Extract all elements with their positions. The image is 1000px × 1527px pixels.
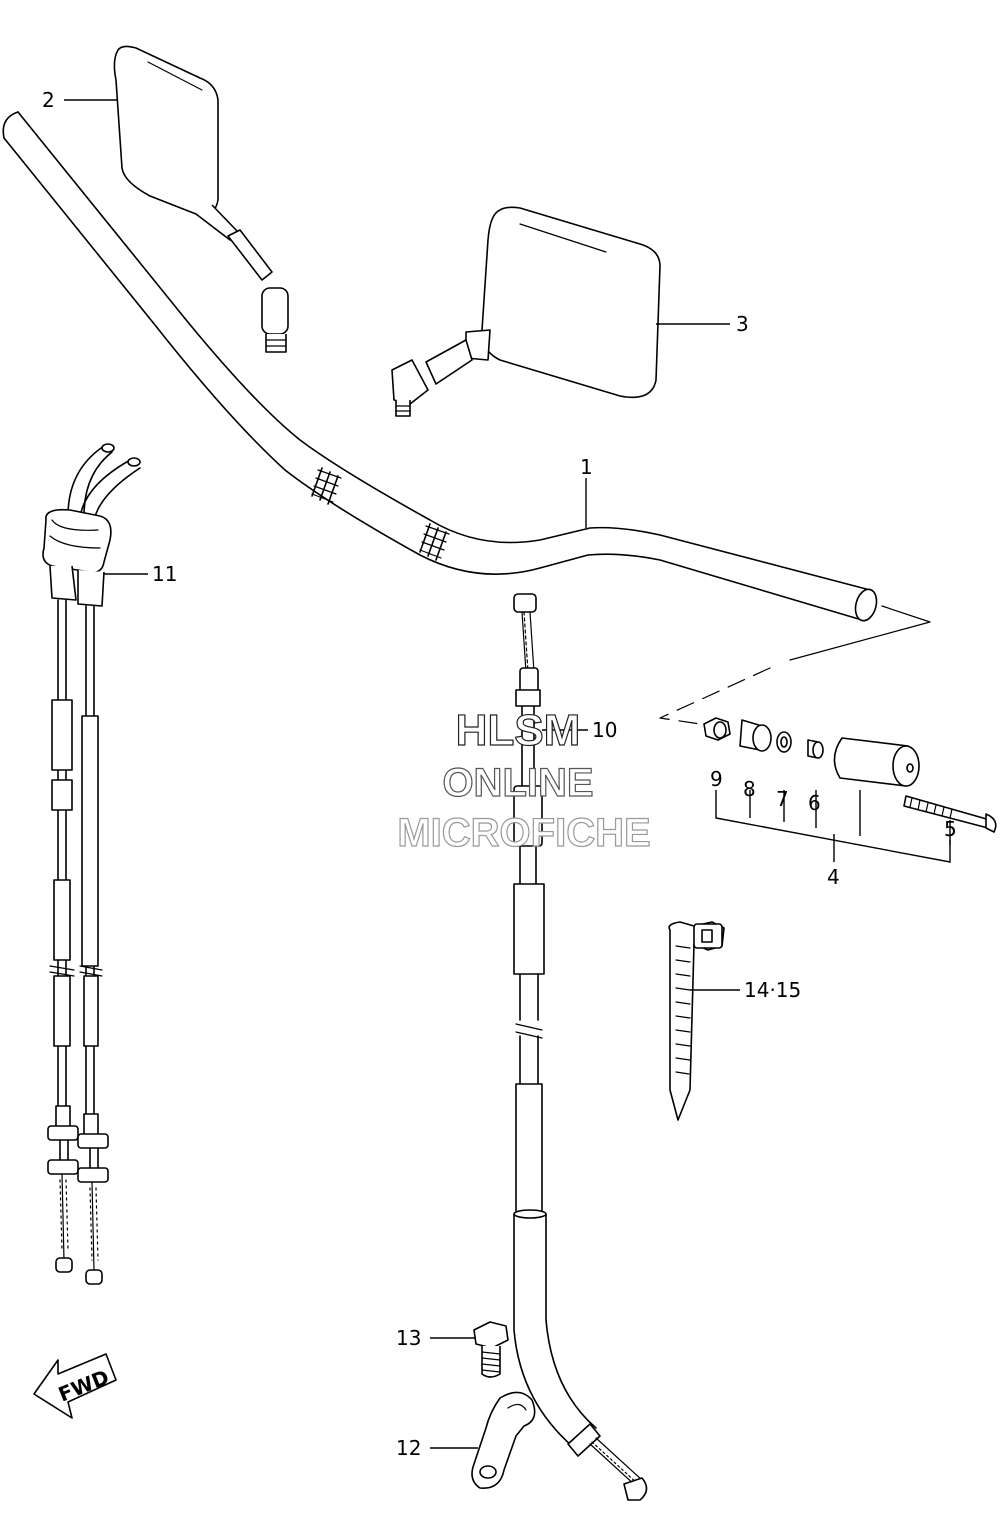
callout-mirror-right: 3 [736, 312, 749, 336]
clutch-cable[interactable] [513, 593, 648, 1501]
callout-labels: 1 2 3 4 5 6 7 8 9 10 11 12 13 14·15 [42, 88, 957, 1460]
balancer-washer[interactable] [776, 731, 792, 753]
callout-balancer-screw: 5 [944, 817, 957, 841]
mirror-right[interactable] [391, 206, 661, 417]
watermark: HLSM ONLINE MICROFICHE [397, 705, 652, 855]
balancer-set[interactable] [659, 605, 997, 863]
balancer-spacer[interactable] [739, 719, 772, 752]
cable-tie[interactable] [668, 921, 725, 1121]
callout-cable-tie: 14·15 [744, 978, 801, 1002]
callout-balancer-spacer: 8 [743, 777, 756, 801]
watermark-line2: ONLINE [442, 761, 593, 805]
callout-clamp-bolt: 13 [396, 1326, 421, 1350]
callout-throttle-cable: 11 [152, 562, 177, 586]
handlebar[interactable] [2, 111, 880, 623]
throttle-cable[interactable] [42, 443, 141, 1285]
watermark-line3: MICROFICHE [397, 811, 650, 855]
leader-lines [64, 99, 740, 1449]
callout-balancer-set: 4 [827, 865, 840, 889]
callout-balancer-washer: 7 [776, 787, 789, 811]
callout-handlebar: 1 [580, 455, 593, 479]
callout-clutch-cable: 10 [592, 718, 617, 742]
fwd-marker: FWD [33, 1353, 117, 1419]
handlebar-knurl [311, 467, 450, 561]
callout-cable-clamp: 12 [396, 1436, 421, 1460]
callout-balancer-spacer-small: 6 [808, 791, 821, 815]
callout-balancer-nut: 9 [710, 767, 723, 791]
watermark-line1: HLSM [456, 706, 581, 755]
clamp-bolt[interactable] [473, 1321, 509, 1378]
callout-mirror-left: 2 [42, 88, 55, 112]
cable-clamp[interactable] [471, 1391, 536, 1489]
mirror-left[interactable] [113, 45, 289, 353]
direction-arrow-icon [33, 1353, 117, 1419]
balancer-screw[interactable] [903, 795, 997, 833]
balancer-weight[interactable] [833, 737, 920, 787]
balancer-nut[interactable] [703, 717, 731, 741]
balancer-spacer-small[interactable] [807, 739, 824, 759]
